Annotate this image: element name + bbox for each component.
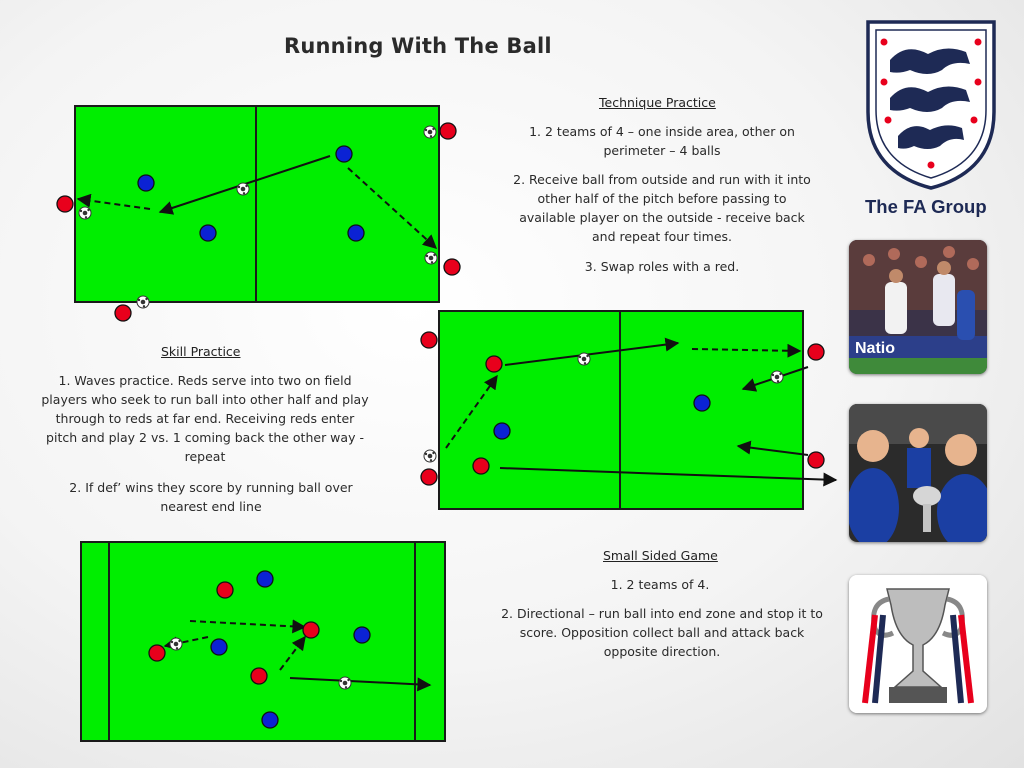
- ssg-step-1: 1. 2 teams of 4.: [610, 577, 710, 592]
- ssg-pass-arrow-left: [163, 636, 209, 651]
- ssg-red-player: [148, 581, 320, 685]
- technique-heading: Technique Practice: [599, 95, 716, 110]
- ssg-end-zone-line-left: [108, 541, 110, 742]
- technique-red-player: [56, 122, 461, 322]
- football-icon: [423, 352, 784, 463]
- three-lions-crest-icon: [866, 20, 996, 190]
- ssg-dribble-arrow: [289, 677, 432, 692]
- technique-halfway-line: [255, 105, 257, 303]
- technique-blue-player: [137, 145, 365, 242]
- svg-text:Natio: Natio: [855, 340, 895, 357]
- technique-step-1: 1. 2 teams of 4 – one inside area, other…: [529, 124, 795, 158]
- skill-pass-arrow-diagonal: [445, 374, 498, 449]
- skill-step-1: 1. Waves practice. Reds serve into two o…: [41, 373, 369, 464]
- skill-pass-arrow-top-right: [691, 343, 802, 358]
- ssg-step-2: 2. Directional – run ball into end zone …: [501, 606, 823, 659]
- ssg-end-zone-line-right: [414, 541, 416, 742]
- ssg-blue-player: [210, 570, 371, 729]
- womens-team-celebration-photo: [849, 404, 987, 542]
- skill-red-player: [420, 331, 825, 486]
- skill-arrow-return-bottom: [736, 440, 809, 456]
- technique-step-3: 3. Swap roles with a red.: [584, 259, 740, 274]
- ssg-pass-arrow-diagonal: [279, 635, 306, 671]
- skill-halfway-line: [619, 310, 621, 510]
- technique-pitch: [74, 105, 440, 303]
- fa-cup-trophy-photo: [849, 575, 987, 713]
- technique-pass-arrow-left: [76, 193, 151, 210]
- football-match-photo: Natio: [849, 240, 987, 374]
- page-title: Running With The Ball: [284, 34, 552, 58]
- technique-step-2: 2. Receive ball from outside and run wit…: [513, 172, 811, 244]
- brand-name: The FA Group: [865, 196, 987, 217]
- skill-heading: Skill Practice: [161, 344, 241, 359]
- skill-dribble-arrow-top: [504, 337, 680, 366]
- skill-arrow-bottom-long: [499, 467, 838, 487]
- skill-blue-player: [493, 394, 711, 440]
- skill-step-2: 2. If def’ wins they score by running ba…: [69, 480, 353, 514]
- football-icon: [78, 125, 438, 309]
- ssg-heading: Small Sided Game: [603, 548, 718, 563]
- ssg-pass-arrow-top: [189, 619, 307, 634]
